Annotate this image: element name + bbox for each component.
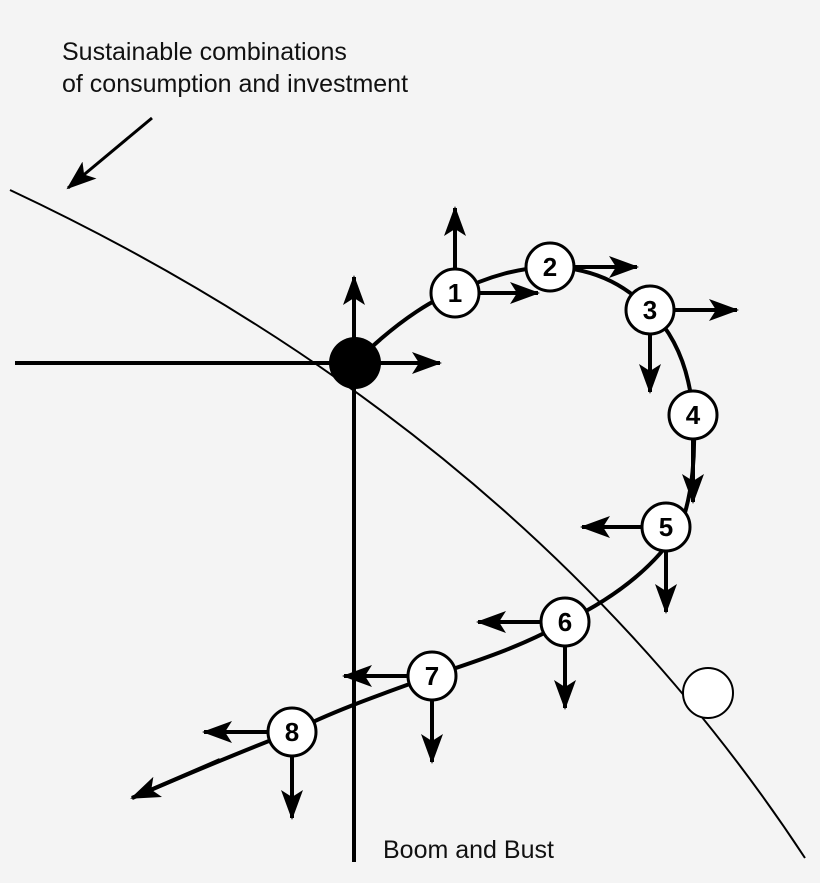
trajectory-end-arrow xyxy=(130,758,221,800)
node-7: 7 xyxy=(406,650,458,702)
node-1: 1 xyxy=(429,267,481,319)
diagram-caption: Boom and Bust xyxy=(383,836,554,864)
caption-pointer-arrow xyxy=(66,116,153,190)
origin-node xyxy=(329,337,381,389)
curve-annotation-line-1: Sustainable combinations xyxy=(62,38,347,66)
trajectory-path xyxy=(131,264,697,800)
node-4-label: 4 xyxy=(686,400,701,430)
node-8-label: 8 xyxy=(285,717,299,747)
frontier-point xyxy=(682,667,734,719)
node-7-label: 7 xyxy=(425,661,439,691)
node-5-label: 5 xyxy=(659,512,673,542)
curve-annotation: Sustainable combinations of consumption … xyxy=(62,36,408,100)
node-3: 3 xyxy=(624,284,676,336)
node-6-label: 6 xyxy=(558,607,572,637)
node-4: 4 xyxy=(667,389,719,441)
curve-annotation-line-2: of consumption and investment xyxy=(62,70,409,98)
node-8: 8 xyxy=(266,706,318,758)
node-3-label: 3 xyxy=(643,295,657,325)
frontier-curve xyxy=(9,189,806,859)
node-2-label: 2 xyxy=(543,252,557,282)
node-5: 5 xyxy=(640,501,692,553)
node-1-label: 1 xyxy=(448,278,462,308)
node-6: 6 xyxy=(539,596,591,648)
node-2: 2 xyxy=(524,241,576,293)
